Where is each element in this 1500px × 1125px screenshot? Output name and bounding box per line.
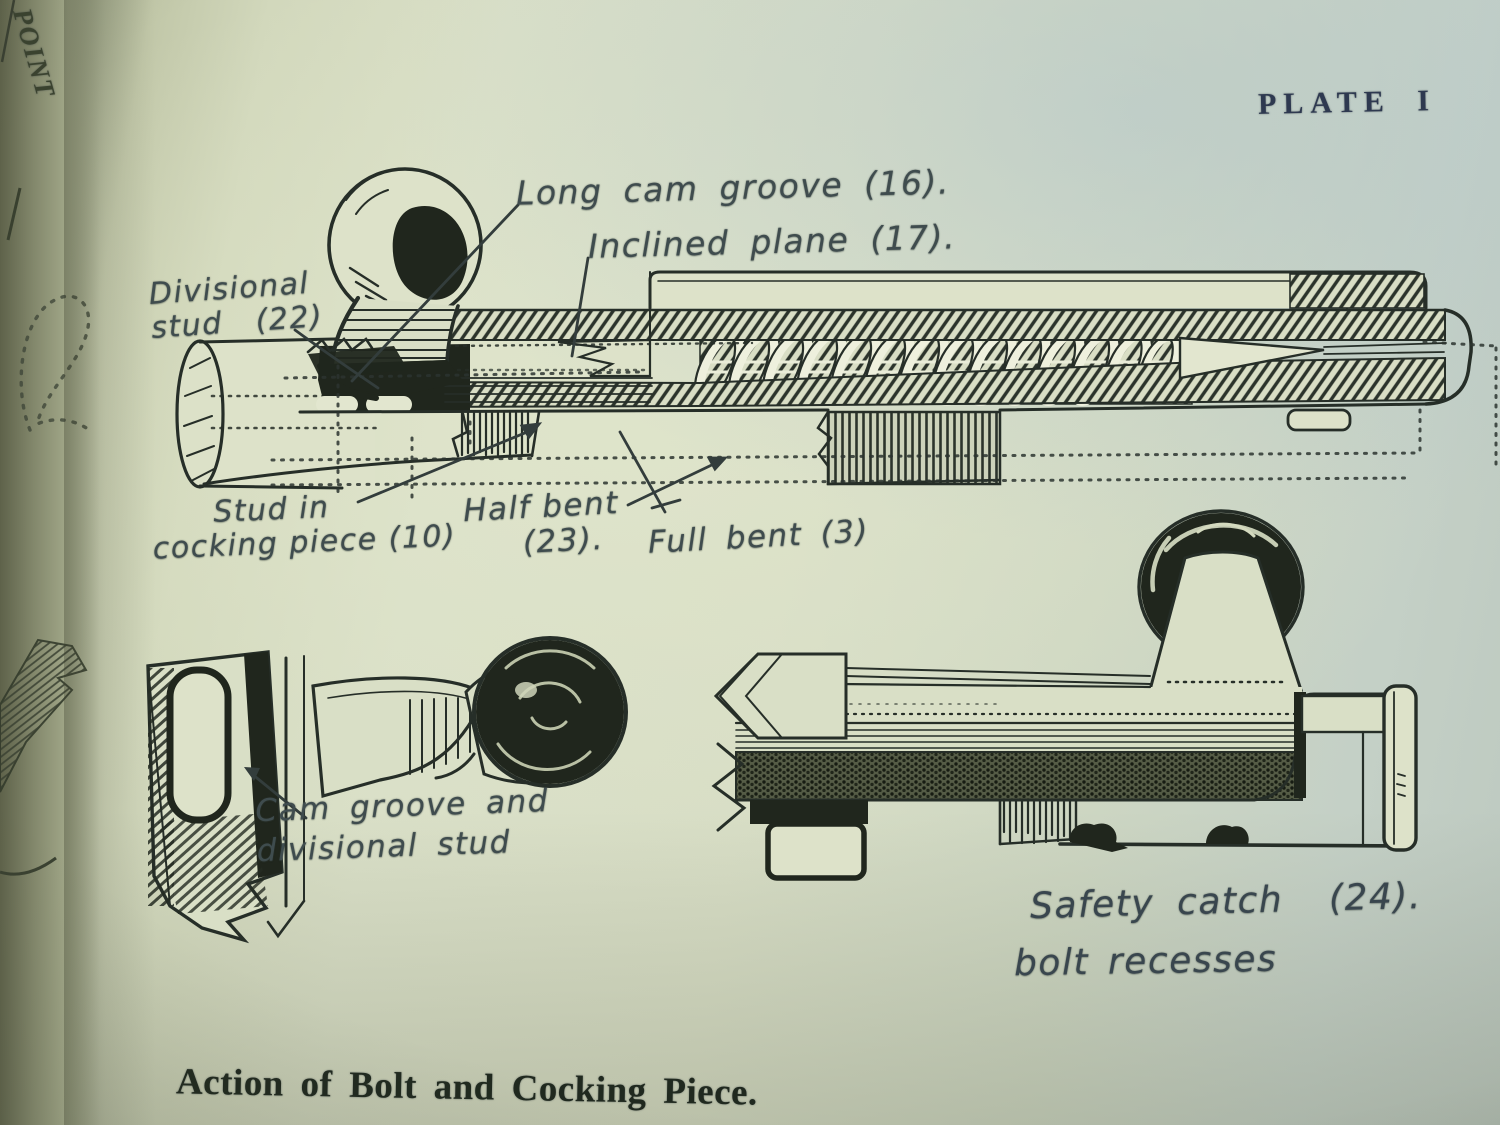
figure-cocking-piece: [146, 636, 628, 944]
striker-point: [1178, 336, 1325, 380]
label-bolt-recesses: bolt recesses: [1013, 938, 1278, 985]
cocking-piece-body: [146, 650, 284, 944]
bolt-lever-stem: [1148, 550, 1304, 692]
striker-tip-chevron: [711, 652, 1151, 832]
facing-page-fragments: [0, 0, 94, 876]
safety-catch-claw: [1069, 823, 1128, 852]
leader-lines: [293, 203, 729, 514]
figure-bolt-section: [175, 167, 1498, 514]
curved-line-fragment: [0, 856, 57, 876]
bolt-head-bracket: [1300, 684, 1418, 852]
bolt-knob-scribbled: [464, 636, 628, 788]
bolt-lever-arm: [311, 676, 486, 799]
bolt-section-drawing: [175, 167, 1498, 514]
dotted-sketch-fragment: [19, 294, 94, 434]
bolt-safety-drawing: [711, 509, 1418, 881]
label-cam-groove: Cam groove and divisional stud: [255, 781, 551, 872]
bolt-head: [1178, 308, 1473, 432]
cam-groove-plate: [266, 655, 306, 939]
safety-catch-parts: [998, 798, 1414, 852]
plate-title: PLATE I: [1257, 84, 1437, 121]
bolt-bottom-edge: [298, 402, 1430, 414]
divisional-stud-teeth: [306, 337, 408, 378]
bolt-knob: [327, 167, 483, 323]
hatched-sketch-fragment: [0, 638, 88, 793]
page-edge-line: [0, 0, 16, 63]
bolt-recess-claw: [1206, 825, 1249, 844]
bolt-lug: [750, 800, 868, 881]
receiver-rail: [648, 270, 1428, 343]
label-half-bent: Half bent (23).: [462, 485, 621, 563]
cocking-piece-drawing: [146, 636, 628, 944]
figure-bolt-safety-catch: [711, 509, 1418, 881]
facing-page-edge: POINT: [0, 0, 100, 1125]
figure-caption: Action of Bolt and Cocking Piece.: [175, 1061, 759, 1114]
label-stud-in-cocking-piece: Stud in cocking piece (10): [151, 485, 457, 566]
title-rule-fragment: [6, 187, 22, 241]
cam-groove-arrow: [244, 767, 308, 820]
label-divisional-stud: Divisional stud (22): [148, 266, 325, 346]
